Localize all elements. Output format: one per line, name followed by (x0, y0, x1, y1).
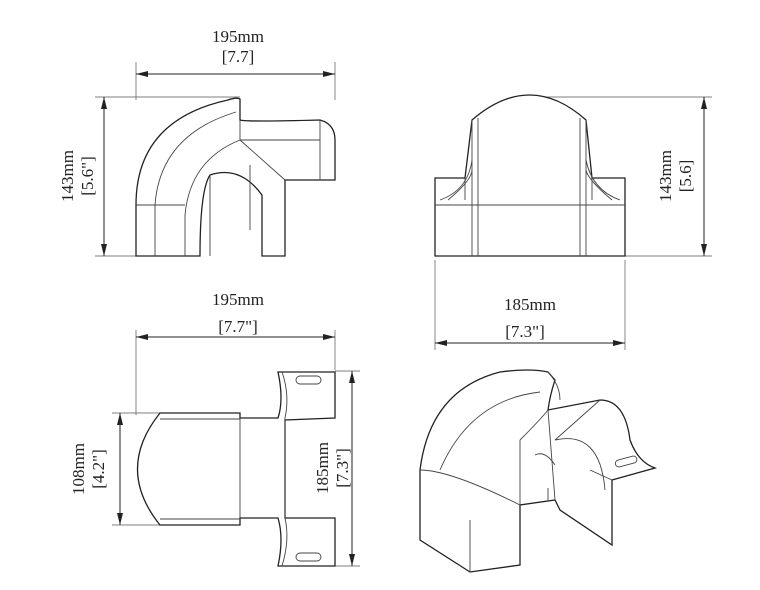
side-view: 195mm [7.7] 143mm [5.6"] (58, 27, 336, 257)
front-width-in: [7.3"] (505, 322, 545, 341)
top-view: 195mm [7.7"] 108mm [4.2"] 185mm [7.3"] (69, 290, 360, 567)
isometric-view (419, 369, 658, 573)
front-view: 143mm [5.6] 185mm [7.3"] (434, 94, 712, 350)
front-width-mm: 185mm (504, 295, 556, 314)
front-height-mm: 143mm (656, 150, 675, 202)
top-width-in: [7.7"] (218, 317, 258, 336)
side-elbow-body (135, 97, 336, 257)
side-height-in: [5.6"] (78, 156, 97, 196)
top-elbow-body (136, 371, 336, 567)
top-height-mm: 108mm (69, 443, 88, 495)
front-elbow-body (434, 94, 626, 257)
top-depth-in: [7.3"] (333, 448, 352, 488)
top-height-in: [4.2"] (89, 449, 108, 489)
iso-elbow-body (419, 369, 658, 573)
side-width-in: [7.7] (222, 47, 255, 66)
side-width-mm: 195mm (212, 27, 264, 46)
front-height-in: [5.6] (676, 160, 695, 193)
side-height-mm: 143mm (58, 150, 77, 202)
top-depth-mm: 185mm (313, 442, 332, 494)
top-width-mm: 195mm (212, 290, 264, 309)
